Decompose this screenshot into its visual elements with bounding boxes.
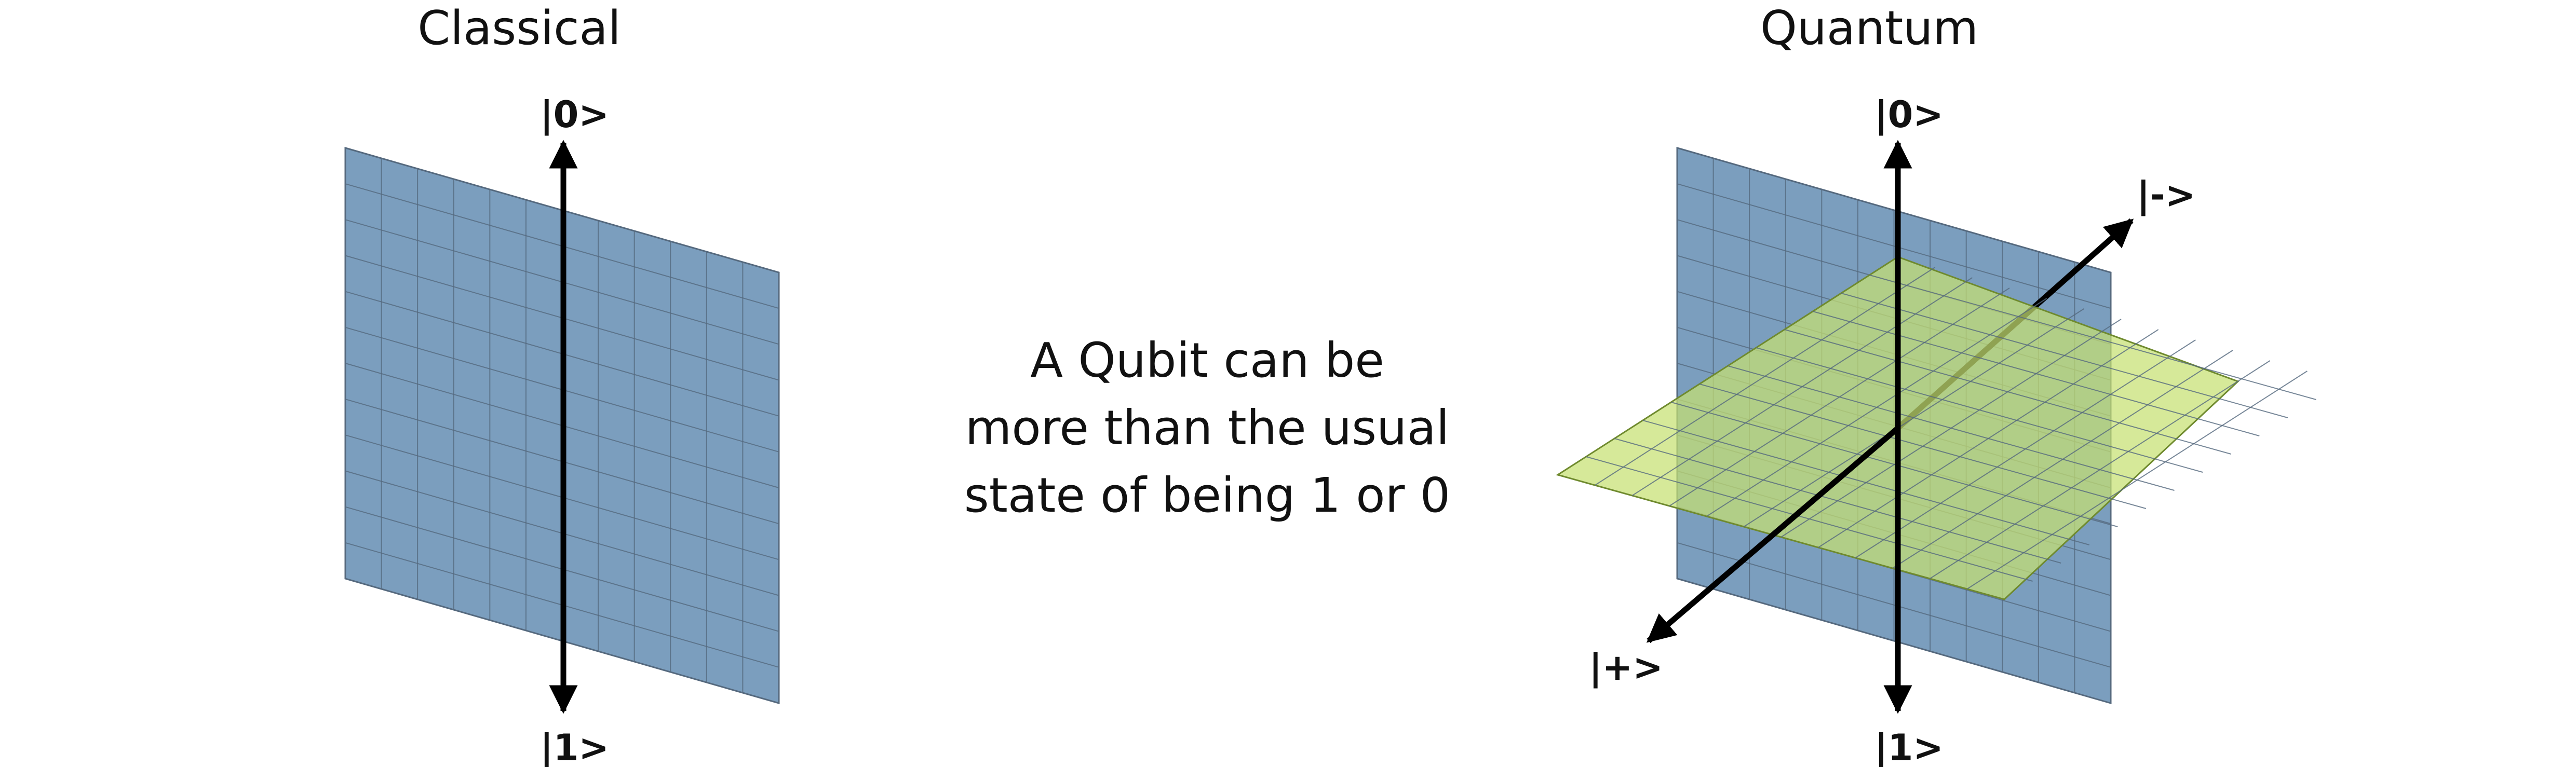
- quantum-label-ket-minus: |->: [2137, 174, 2195, 216]
- grid-line: [1595, 267, 1936, 486]
- classical-label-ket0: |0>: [540, 93, 609, 136]
- quantum-label-ket-plus: |+>: [1589, 646, 1663, 689]
- grid-line: [1781, 319, 2122, 538]
- classical-label-ket1: |1>: [540, 727, 609, 767]
- quantum-label-ket1: |1>: [1874, 727, 1944, 767]
- grid-line: [1892, 350, 2233, 569]
- classical-title: Classical: [417, 1, 621, 56]
- grid-line: [1930, 360, 2271, 579]
- caption: A Qubit can be more than the usual state…: [883, 327, 1532, 529]
- grid-line: [1743, 308, 2084, 527]
- grid-line: [1818, 329, 2159, 548]
- grid-line: [1966, 371, 2308, 590]
- caption-line-3: state of being 1 or 0: [964, 468, 1451, 523]
- caption-line-1: A Qubit can be: [1030, 333, 1384, 388]
- quantum-label-ket0: |0>: [1874, 93, 1944, 136]
- grid-line: [1706, 298, 2047, 517]
- caption-line-2: more than the usual: [965, 400, 1450, 456]
- quantum-axis-plus: [1646, 426, 1900, 643]
- grid-line: [1631, 277, 1973, 496]
- quantum-title: Quantum: [1760, 1, 1979, 56]
- grid-line: [1669, 287, 2010, 506]
- classical-panel: |0> |1>: [344, 93, 780, 767]
- quantum-panel: |0> |1> |-> |+>: [1556, 93, 2316, 767]
